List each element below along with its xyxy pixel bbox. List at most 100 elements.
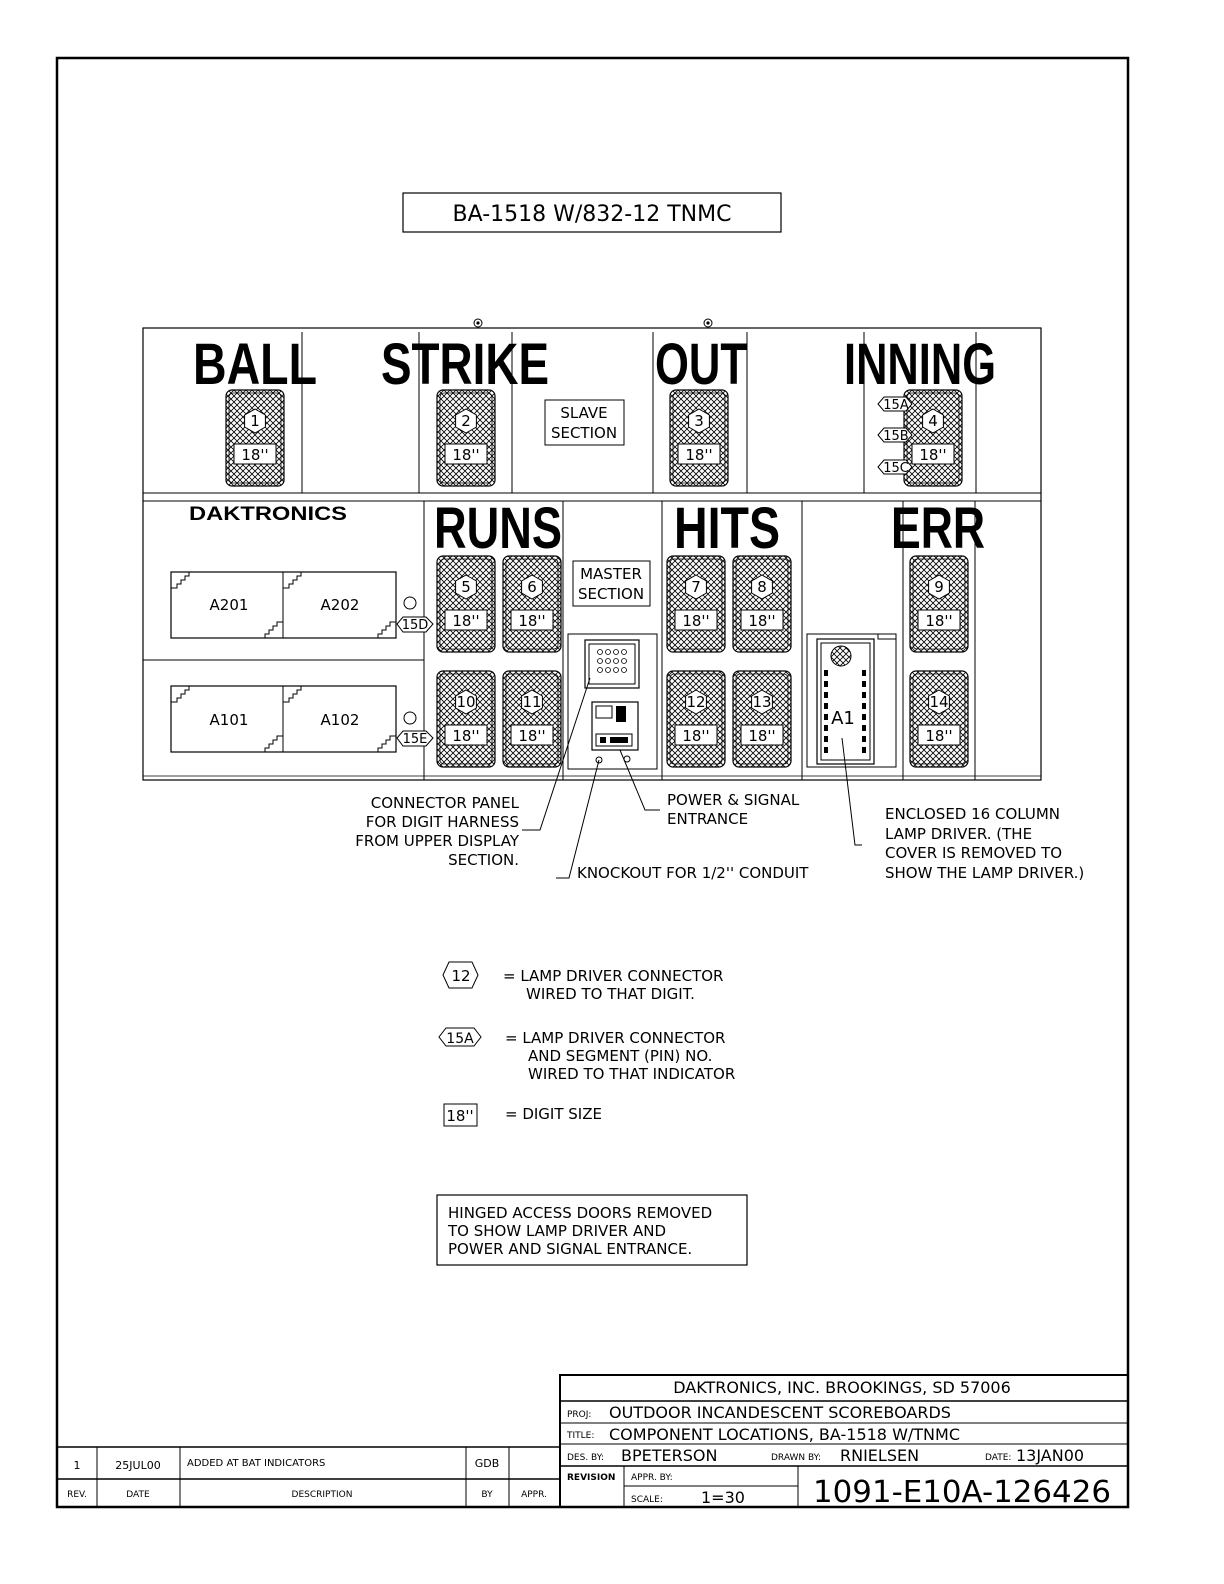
tb-proj: OUTDOOR INCANDESCENT SCOREBOARDS <box>609 1403 951 1422</box>
digit-module-6: 6 18'' <box>502 555 562 653</box>
tb-scale: 1=30 <box>701 1488 745 1507</box>
master-section-hardware <box>567 633 658 770</box>
sheet-border <box>55 56 1130 1509</box>
tb-proj-label: PROJ: <box>567 1410 591 1420</box>
captions: BALL STRIKE OUT INNING RUNS HITS ERR DAK… <box>189 332 996 561</box>
caption-runs: RUNS <box>434 496 562 561</box>
rev-row-rev: 1 <box>74 1459 81 1472</box>
note-line3: POWER AND SIGNAL ENTRANCE. <box>448 1240 692 1258</box>
connector-15d: 15D <box>402 618 429 633</box>
connector-15e: 15E <box>403 732 428 747</box>
lifting-eye-right-icon <box>703 318 713 328</box>
connector-15b: 15B <box>883 429 908 444</box>
title-block <box>559 1374 1129 1508</box>
tb-des-label: DES. BY: <box>567 1453 604 1463</box>
drawing-title: BA-1518 W/832-12 TNMC <box>402 192 782 233</box>
digit-number: 2 <box>461 412 471 430</box>
callout-connector-panel-line4: SECTION. <box>448 851 519 869</box>
tb-company: DAKTRONICS, INC. BROOKINGS, SD 57006 <box>673 1378 1011 1397</box>
legend-symbol-3: 18'' <box>446 1107 473 1125</box>
tb-title: COMPONENT LOCATIONS, BA-1518 W/TNMC <box>609 1425 960 1444</box>
legend-1-line2: WIRED TO THAT DIGIT. <box>526 985 695 1003</box>
note-box: HINGED ACCESS DOORS REMOVED TO SHOW LAMP… <box>436 1194 748 1266</box>
tb-title-label: TITLE: <box>566 1431 594 1441</box>
module-a102: A102 <box>321 711 360 729</box>
digit-number: 10 <box>456 693 475 711</box>
digit-number: 9 <box>934 578 944 596</box>
digit-number: 13 <box>752 693 771 711</box>
lamp-driver-a1: A1 <box>806 633 897 768</box>
legend-2-line3: WIRED TO THAT INDICATOR <box>528 1065 735 1083</box>
tb-date: 13JAN00 <box>1016 1446 1084 1465</box>
digit-modules: 118''218''318''418''518''618''718''818''… <box>225 389 969 768</box>
digit-size-label: 18'' <box>682 727 709 745</box>
callout-connector-panel: CONNECTOR PANEL FOR DIGIT HARNESS FROM U… <box>355 794 520 869</box>
digit-size-label: 18'' <box>919 446 946 464</box>
legend-3-line1: = DIGIT SIZE <box>505 1105 602 1123</box>
callout-connector-panel-line2: FOR DIGIT HARNESS <box>366 813 519 831</box>
digit-size-label: 18'' <box>748 612 775 630</box>
digit-module-9: 9 18'' <box>909 555 969 653</box>
digit-module-8: 8 18'' <box>732 555 792 653</box>
legend-2-line2: AND SEGMENT (PIN) NO. <box>528 1047 712 1065</box>
tb-drawn: RNIELSEN <box>840 1446 919 1465</box>
leader-lines <box>522 677 862 879</box>
master-label-line2: SECTION <box>578 585 644 603</box>
digit-size-label: 18'' <box>925 612 952 630</box>
digit-number: 7 <box>691 578 701 596</box>
module-a1: A1 <box>831 708 855 729</box>
indicator-module-upper: A201 A202 <box>170 571 397 639</box>
note-line2: TO SHOW LAMP DRIVER AND <box>447 1222 666 1240</box>
lifting-eye-left-icon <box>473 318 483 328</box>
digit-size-label: 18'' <box>748 727 775 745</box>
indicator-module-lower: A101 A102 <box>170 685 397 753</box>
rev-header-rev: REV. <box>67 1490 87 1500</box>
caption-err: ERR <box>891 496 985 561</box>
digit-module-13: 13 18'' <box>732 670 792 768</box>
callout-connector-panel-line1: CONNECTOR PANEL <box>371 794 520 812</box>
callout-power-line2: ENTRANCE <box>667 810 748 828</box>
legend-digit-connector-icon <box>442 961 479 989</box>
module-a201: A201 <box>210 596 249 614</box>
legend-indicator-connector-icon <box>438 1027 482 1047</box>
module-a202: A202 <box>321 596 360 614</box>
digit-number: 11 <box>522 693 541 711</box>
digit-size-label: 18'' <box>241 446 268 464</box>
digit-module-1: 118'' <box>225 389 285 487</box>
digit-module-2: 2 18'' <box>436 389 496 487</box>
rev-header-by: BY <box>481 1490 493 1500</box>
callout-power-line1: POWER & SIGNAL <box>667 791 800 809</box>
rev-row-by: GDB <box>475 1457 500 1470</box>
legend-symbol-2: 15A <box>446 1031 474 1047</box>
slave-label-line1: SLAVE <box>560 404 607 422</box>
digit-size-label: 18'' <box>452 446 479 464</box>
digit-size-label: 18'' <box>452 727 479 745</box>
digit-number: 6 <box>527 578 537 596</box>
tb-appr-label: APPR. BY: <box>631 1473 673 1483</box>
callout-lamp-line4: SHOW THE LAMP DRIVER.) <box>885 864 1084 882</box>
callout-lamp-line3: COVER IS REMOVED TO <box>885 844 1062 862</box>
module-a101: A101 <box>210 711 249 729</box>
digit-number: 8 <box>757 578 767 596</box>
rev-header-appr: APPR. <box>521 1490 547 1500</box>
master-section-label: MASTER SECTION <box>572 560 651 607</box>
legend-digit-size-icon <box>443 1103 478 1127</box>
brand-logo: DAKTRONICS <box>189 504 347 525</box>
tb-revision-label: REVISION <box>567 1473 615 1483</box>
digit-size-label: 18'' <box>452 612 479 630</box>
tb-date-label: DATE: <box>985 1453 1011 1463</box>
title-block-text: DAKTRONICS, INC. BROOKINGS, SD 57006 PRO… <box>566 1378 1111 1510</box>
legend: 12 = LAMP DRIVER CONNECTOR WIRED TO THAT… <box>438 961 735 1127</box>
inning-connectors: 15A 15B 15C <box>877 396 913 476</box>
tb-des: BPETERSON <box>621 1446 717 1465</box>
knockout-icon <box>595 756 603 764</box>
fan-icon <box>830 645 852 667</box>
caption-strike: STRIKE <box>381 332 549 397</box>
digit-size-label: 18'' <box>518 612 545 630</box>
rev-row-date: 25JUL00 <box>115 1459 160 1472</box>
callout-lamp-driver: ENCLOSED 16 COLUMN LAMP DRIVER. (THE COV… <box>885 805 1084 882</box>
connector-15c: 15C <box>883 461 909 476</box>
digit-size-label: 18'' <box>685 446 712 464</box>
